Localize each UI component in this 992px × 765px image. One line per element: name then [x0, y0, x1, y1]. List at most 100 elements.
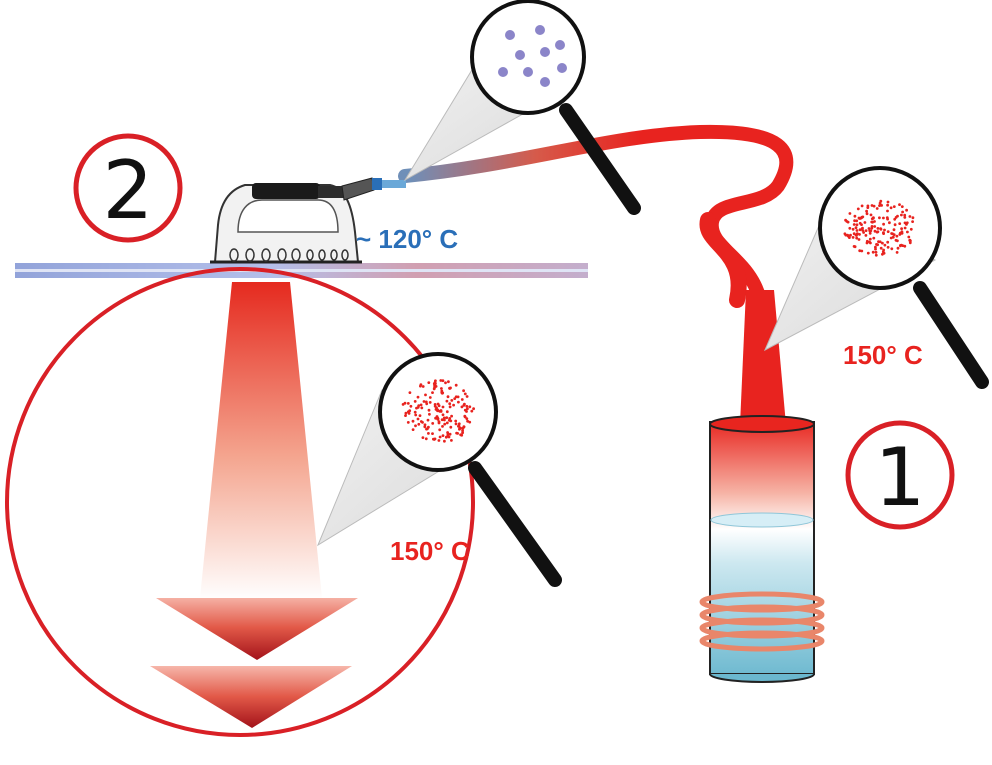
steam-particle	[461, 431, 464, 435]
steam-particle	[466, 407, 469, 411]
steam-particle	[465, 410, 468, 413]
steam-particle	[886, 200, 890, 204]
steam-particle	[870, 225, 874, 228]
steam-particle	[465, 395, 469, 398]
steam-particle	[848, 212, 852, 215]
steam-particle	[443, 418, 446, 422]
steam-particle	[411, 428, 415, 431]
steam-particle	[460, 398, 464, 401]
steam-particle	[450, 414, 453, 418]
steam-particle	[401, 403, 405, 406]
steam-particle	[858, 228, 862, 232]
steam-particle	[879, 227, 883, 231]
steam-particle	[880, 204, 883, 207]
steam-particle	[445, 399, 449, 403]
steam-particle	[903, 216, 907, 219]
steam-particle	[854, 226, 858, 230]
steam-particle	[472, 407, 475, 411]
steam-particle	[879, 246, 883, 250]
steam-particle	[438, 435, 442, 439]
steam-particle	[440, 391, 444, 395]
steam-particle	[421, 421, 424, 424]
steam-particle	[853, 219, 856, 223]
steam-particle	[878, 240, 882, 244]
steam-particle	[886, 209, 889, 213]
steam-particle	[853, 245, 857, 249]
steam-particle	[876, 227, 880, 230]
steam-particle	[879, 199, 883, 203]
step-2-number: 2	[103, 144, 154, 237]
steam-particle	[868, 237, 872, 241]
steam-particle	[860, 249, 864, 253]
steam-particle	[447, 380, 450, 384]
steam-particle	[463, 414, 467, 418]
steam-particle	[911, 220, 914, 224]
steam-particle	[883, 243, 887, 247]
steam-particle	[449, 425, 453, 429]
down-arrow-lower	[150, 666, 352, 728]
steam-particle	[432, 387, 436, 391]
steam-particle	[894, 216, 898, 219]
steam-particle	[441, 425, 444, 428]
steam-particle	[450, 439, 453, 442]
steam-particle	[462, 425, 466, 429]
steam-particle	[895, 234, 899, 238]
steam-particle	[454, 383, 458, 387]
steam-particle	[874, 250, 878, 254]
steam-particle	[860, 204, 864, 208]
steam-particle	[896, 246, 900, 250]
steam-particle	[409, 404, 413, 408]
steam-particle	[424, 393, 427, 397]
steam-particle	[444, 381, 447, 385]
steam-particle	[903, 213, 907, 217]
steam-particle	[441, 379, 445, 383]
steam-particle	[898, 231, 902, 235]
steam-particle	[882, 222, 885, 226]
steam-hose	[398, 124, 794, 427]
step-1-marker: 1	[845, 420, 955, 530]
steam-particle	[421, 436, 425, 439]
steam-particle	[466, 419, 469, 423]
steam-particle	[427, 408, 431, 412]
steam-particle	[448, 387, 452, 390]
steam-particle	[890, 232, 893, 235]
steam-particle	[855, 229, 859, 232]
steam-particle	[861, 215, 865, 219]
steam-particle	[441, 434, 445, 437]
steam-particle	[853, 214, 857, 218]
steam-particle	[863, 221, 867, 224]
steam-particle	[468, 420, 472, 424]
steam-particle	[870, 220, 874, 224]
steam-particle	[423, 423, 427, 427]
steam-particle	[878, 204, 881, 208]
steam-particle	[907, 235, 911, 239]
heating-coil	[699, 591, 825, 652]
steam-particle	[855, 223, 859, 227]
steam-particle	[858, 233, 861, 236]
steam-particle	[898, 203, 901, 207]
steam-particle	[457, 400, 460, 404]
steam-particle	[868, 240, 871, 244]
steam-particle	[909, 227, 913, 231]
steam-particle	[870, 204, 874, 207]
steam-particle	[448, 405, 452, 409]
steam-particle	[903, 221, 907, 225]
steam-particle	[406, 421, 410, 424]
steam-particle	[454, 422, 458, 426]
steam-particle	[898, 222, 902, 226]
steam-particle	[413, 410, 417, 414]
steam-particle	[433, 404, 437, 408]
steam-particle	[852, 232, 856, 236]
steam-particle	[447, 418, 451, 422]
steam-particle	[882, 216, 885, 220]
steam-particle	[883, 228, 886, 232]
down-arrow-upper	[156, 598, 358, 660]
temp-boiler-steam: 150° C	[843, 340, 923, 370]
steam-particle	[885, 216, 889, 220]
step-1-number: 1	[875, 431, 926, 524]
steam-particle	[895, 251, 899, 254]
steam-particle	[428, 401, 432, 404]
steam-particle	[433, 437, 437, 441]
steam-particle	[899, 244, 902, 247]
